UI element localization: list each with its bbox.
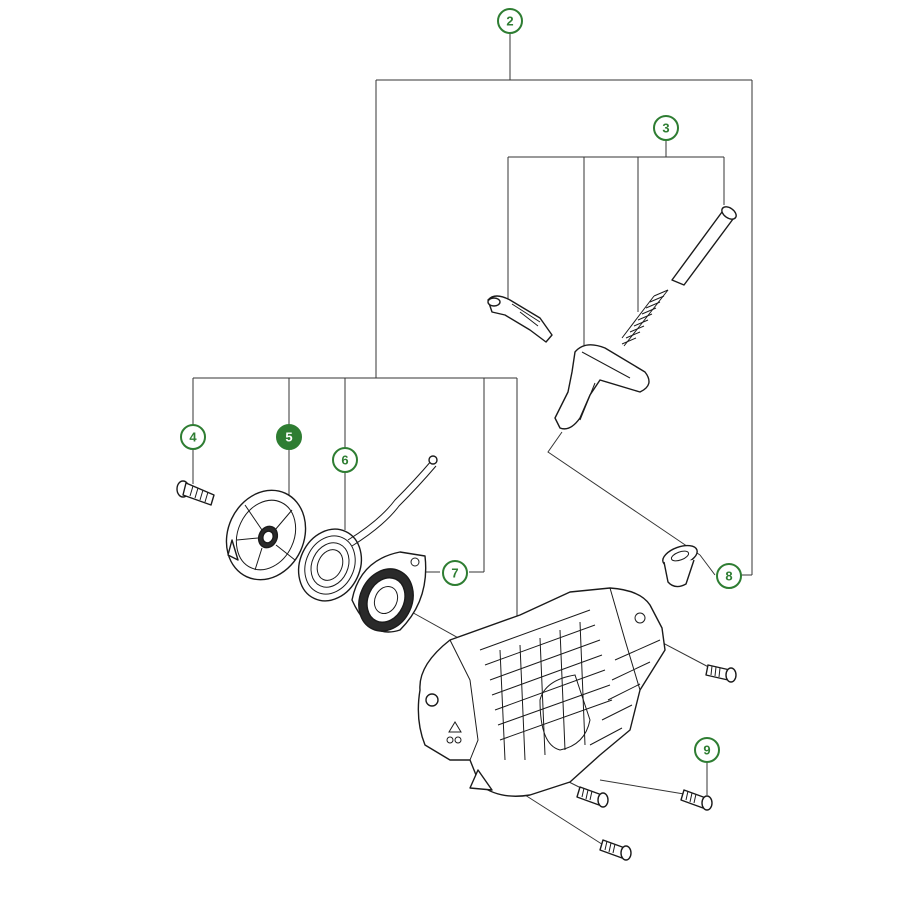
starter-housing: [417, 587, 666, 797]
screw: [576, 786, 609, 808]
callout-3[interactable]: 3: [653, 115, 679, 141]
callout-4[interactable]: 4: [180, 424, 206, 450]
part-7-pulley: [351, 551, 427, 633]
part-9-screws: [576, 664, 737, 861]
screw: [599, 839, 632, 861]
svg-text:5: 5: [285, 430, 292, 445]
svg-text:8: 8: [725, 569, 732, 584]
svg-text:7: 7: [451, 566, 458, 581]
part-3-handle-assembly: [487, 206, 737, 430]
leader-lines: [192, 33, 753, 849]
callout-6[interactable]: 6: [332, 447, 358, 473]
part-6-spring: [297, 455, 438, 602]
svg-text:2: 2: [506, 14, 513, 29]
callout-9[interactable]: 9: [694, 737, 720, 763]
part-5-plate: [225, 489, 307, 581]
svg-text:6: 6: [341, 453, 348, 468]
callout-7[interactable]: 7: [442, 560, 468, 586]
screw: [705, 664, 737, 683]
callout-2[interactable]: 2: [497, 8, 523, 34]
svg-text:4: 4: [189, 430, 197, 445]
callout-8[interactable]: 8: [716, 563, 742, 589]
svg-text:3: 3: [662, 121, 669, 136]
part-8-rope-guide: [662, 544, 698, 588]
part-4-screw: [176, 480, 215, 506]
screw: [680, 789, 713, 811]
callout-5[interactable]: 5: [276, 424, 302, 450]
svg-text:9: 9: [703, 743, 710, 758]
